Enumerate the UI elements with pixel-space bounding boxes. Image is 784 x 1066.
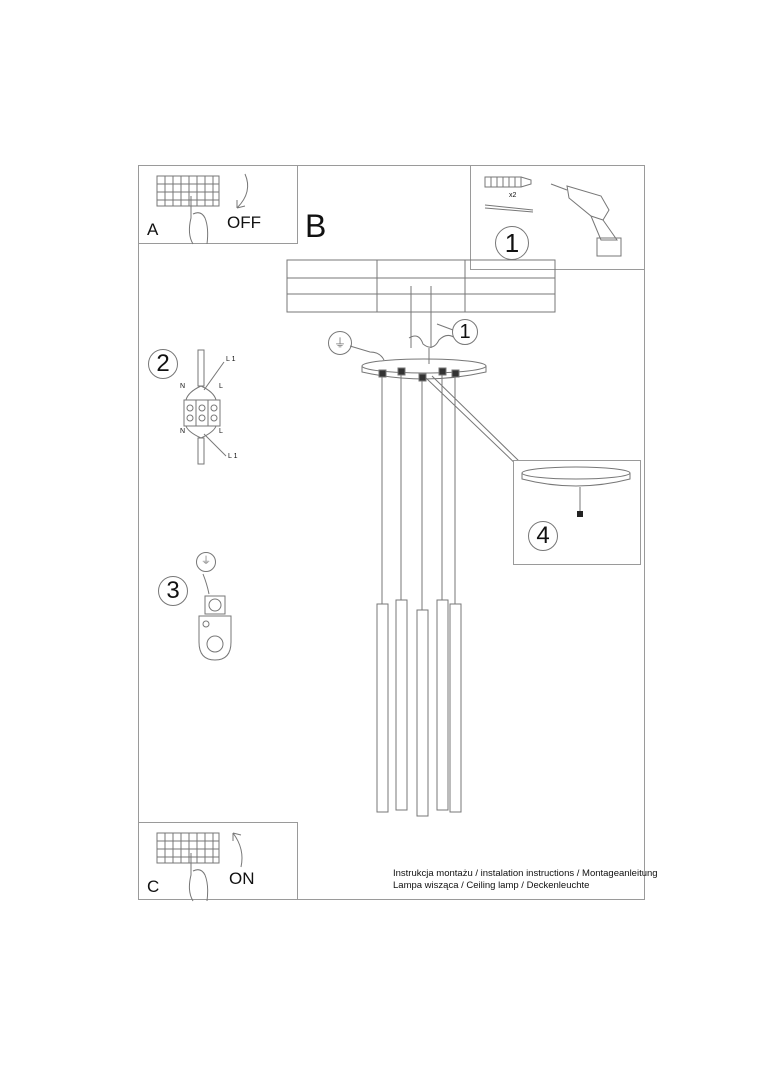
step-number-1-callout: 1 xyxy=(452,319,478,345)
ceiling-illustration xyxy=(286,259,556,348)
mounting-bracket-icon xyxy=(408,334,456,364)
wire-label-n-top: N xyxy=(180,383,186,390)
ground-symbol-icon: ⏚ xyxy=(328,331,352,355)
step-letter-a: A xyxy=(147,220,159,239)
callout-line-1 xyxy=(436,323,454,331)
step-letter-c: C xyxy=(147,877,160,896)
wire-label-l1-top: L 1 xyxy=(226,356,236,363)
ground-symbol-icon-3: ⏚ xyxy=(196,552,216,572)
on-label: ON xyxy=(229,869,255,888)
step-number-3: 3 xyxy=(158,576,188,606)
breaker-hand-icon-c xyxy=(156,832,220,902)
off-label: OFF xyxy=(227,213,261,232)
pendant-tubes xyxy=(376,367,521,817)
wire-label-n-bottom: N xyxy=(180,428,186,435)
drill-icon xyxy=(550,183,622,257)
step-number-4: 4 xyxy=(528,521,558,551)
panel-c-power-on: C ON xyxy=(138,822,298,902)
wire-label-l-bottom: L xyxy=(219,428,223,435)
quantity-label: x2 xyxy=(509,192,517,199)
arrow-down-icon xyxy=(236,173,249,209)
caption-line-1: Instrukcja montażu / instalation instruc… xyxy=(393,868,658,879)
wire-label-l-top: L xyxy=(219,383,223,390)
instruction-sheet xyxy=(138,165,645,900)
terminal-block-icon xyxy=(183,349,227,465)
caption: Instrukcja montażu / instalation instruc… xyxy=(393,868,658,891)
panel-tools: x2 1 xyxy=(470,165,645,270)
breaker-hand-icon xyxy=(156,175,220,245)
wall-plug-icon xyxy=(484,176,532,188)
step-letter-b: B xyxy=(305,208,327,244)
arrow-up-icon xyxy=(232,832,243,868)
step-number-2: 2 xyxy=(148,349,178,379)
panel-a-power-off: A OFF xyxy=(138,165,298,245)
panel-detail: 4 xyxy=(513,460,641,565)
ground-wire xyxy=(349,345,385,361)
screw-icon xyxy=(484,204,534,213)
wire-label-l1-bottom: L 1 xyxy=(228,453,238,460)
canopy-detail-icon xyxy=(521,466,631,517)
ground-terminal-icon xyxy=(198,573,232,661)
caption-line-2: Lampa wisząca / Ceiling lamp / Deckenleu… xyxy=(393,879,590,891)
step-number-1: 1 xyxy=(495,226,529,260)
